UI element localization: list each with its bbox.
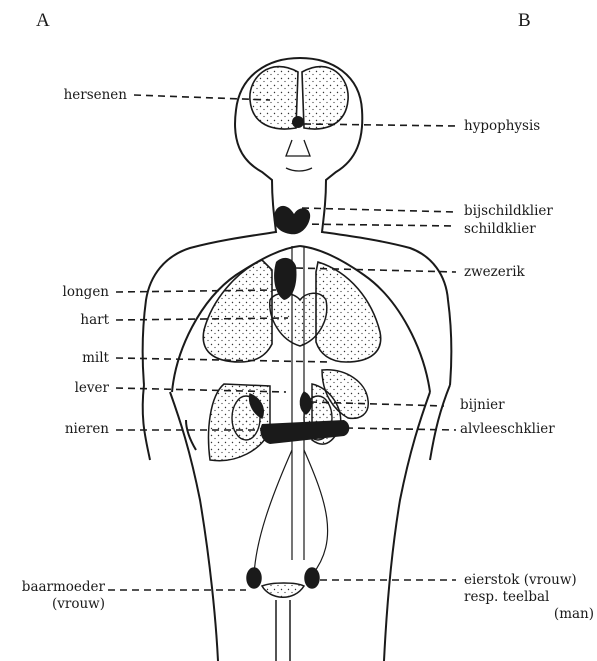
label-alvleesklier: alvleeschklier xyxy=(460,421,555,437)
label-hart: hart xyxy=(80,312,109,328)
reproductive-organs xyxy=(247,568,319,661)
panel-label-b: B xyxy=(518,10,531,32)
label-hypophysis: hypophysis xyxy=(464,118,540,134)
label-milt: milt xyxy=(82,350,109,366)
label-nieren: nieren xyxy=(65,421,109,437)
hypophysis-organ xyxy=(292,116,304,128)
label-longen: longen xyxy=(63,284,109,300)
label-teelbal: resp. teelbal xyxy=(464,589,549,605)
label-hersenen: hersenen xyxy=(64,87,127,103)
pancreas-organ xyxy=(260,420,349,444)
label-eierstok: eierstok (vrouw) xyxy=(464,572,577,588)
label-bijschildklier: bijschildklier xyxy=(464,203,553,219)
label-baarmoeder-sub: (vrouw) xyxy=(52,596,105,612)
label-zwezerik: zwezerik xyxy=(464,264,525,280)
label-bijnier: bijnier xyxy=(460,397,505,413)
label-baarmoeder: baarmoeder xyxy=(22,579,105,595)
panel-label-a: A xyxy=(36,10,50,32)
leader-lines xyxy=(108,95,456,590)
label-schildklier: schildklier xyxy=(464,221,536,237)
label-lever: lever xyxy=(75,380,109,396)
thyroid-organ xyxy=(274,206,311,234)
label-man: (man) xyxy=(554,606,594,622)
face-details xyxy=(286,140,312,171)
